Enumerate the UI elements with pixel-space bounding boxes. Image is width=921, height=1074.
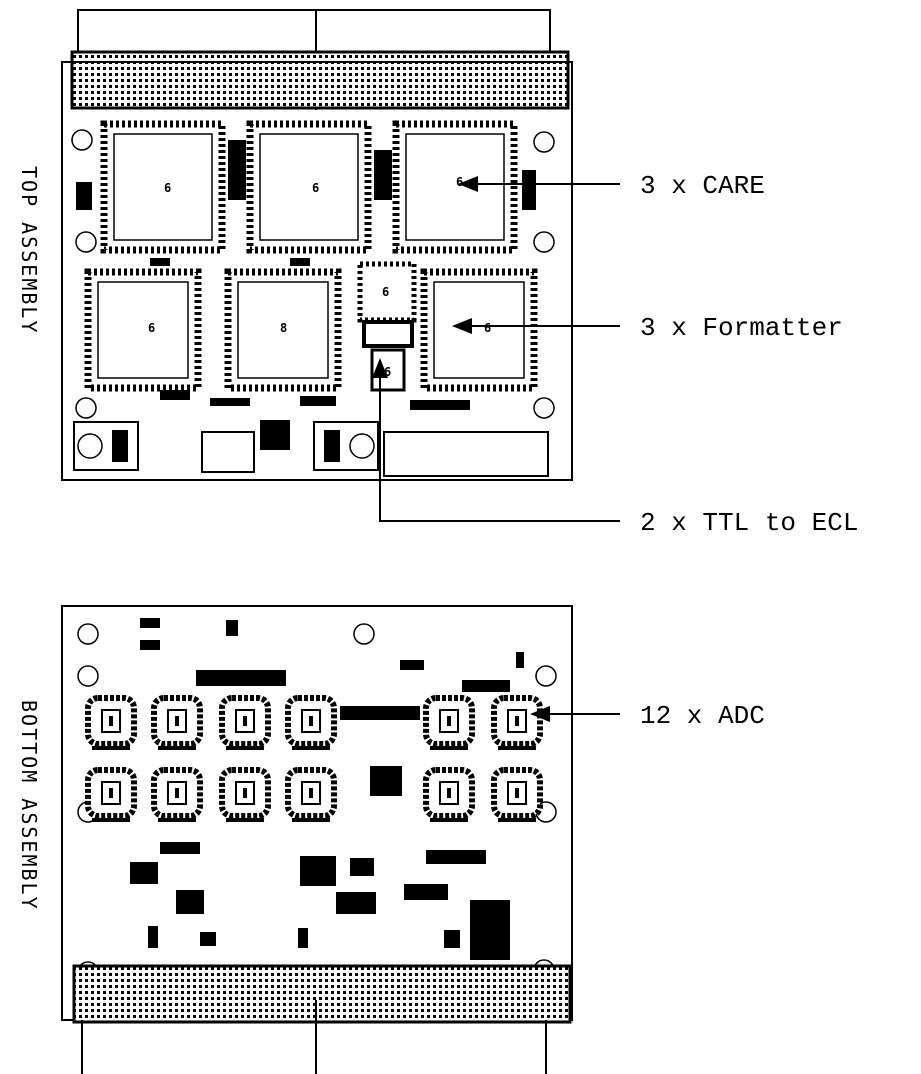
ttl-to-ecl-callout: 2 x TTL to ECL — [372, 358, 858, 538]
adc-callout: 12 x ADC — [530, 701, 765, 731]
ttl-to-ecl-chip: 6 — [362, 320, 414, 392]
formatter-chip: 6 — [420, 268, 538, 392]
svg-text:6: 6 — [312, 181, 319, 195]
svg-text:6: 6 — [382, 285, 389, 299]
svg-text:3 x CARE: 3 x CARE — [640, 171, 765, 201]
formatter-callout: 3 x Formatter — [452, 313, 843, 343]
ttl-to-ecl-chip: 6 — [357, 261, 417, 323]
svg-text:6: 6 — [384, 365, 391, 379]
care-callout: 3 x CARE — [458, 171, 765, 201]
formatter-chip: 6 — [84, 268, 202, 392]
svg-text:6: 6 — [164, 181, 171, 195]
svg-text:TOP ASSEMBLY: TOP ASSEMBLY — [17, 166, 41, 335]
bottom-assembly-label: BOTTOM ASSEMBLY — [17, 700, 41, 911]
svg-text:12 x ADC: 12 x ADC — [640, 701, 765, 731]
top-board-outline — [61, 61, 573, 481]
adc-chip — [423, 767, 475, 822]
svg-text:6: 6 — [148, 321, 155, 335]
adc-chip — [491, 767, 543, 822]
care-chip: 6 — [100, 120, 226, 254]
adc-chip — [219, 767, 271, 822]
adc-chip — [285, 767, 337, 822]
adc-chip — [285, 695, 337, 750]
care-chip: 6 — [392, 120, 518, 254]
top-small-components — [76, 140, 536, 450]
adc-chips — [85, 695, 543, 822]
top-regulators — [73, 421, 549, 477]
top-assembly-board: 6 6 6 6 — [61, 9, 573, 481]
svg-text:6: 6 — [484, 321, 491, 335]
svg-text:3 x Formatter: 3 x Formatter — [640, 313, 843, 343]
svg-text:BOTTOM ASSEMBLY: BOTTOM ASSEMBLY — [17, 700, 41, 911]
adc-chip — [151, 767, 203, 822]
bottom-small-components — [130, 618, 524, 960]
adc-chip — [219, 695, 271, 750]
bottom-assembly-board — [61, 605, 573, 1021]
bottom-pin-header-visual-rect — [72, 964, 572, 1024]
top-assembly-label: TOP ASSEMBLY — [17, 166, 41, 335]
adc-chip — [423, 695, 475, 750]
svg-text:2 x TTL to ECL: 2 x TTL to ECL — [640, 508, 858, 538]
adc-chip — [85, 695, 137, 750]
bottom-connector-legs — [81, 1000, 547, 1074]
top-pin-header — [70, 50, 570, 110]
care-chip: 6 — [246, 120, 372, 254]
formatter-chip: 8 — [224, 268, 342, 392]
top-mounting-holes — [71, 129, 555, 419]
adc-chip — [491, 695, 543, 750]
adc-chip — [85, 767, 137, 822]
svg-text:8: 8 — [280, 321, 287, 335]
svg-text:6: 6 — [456, 175, 463, 189]
adc-chip — [151, 695, 203, 750]
